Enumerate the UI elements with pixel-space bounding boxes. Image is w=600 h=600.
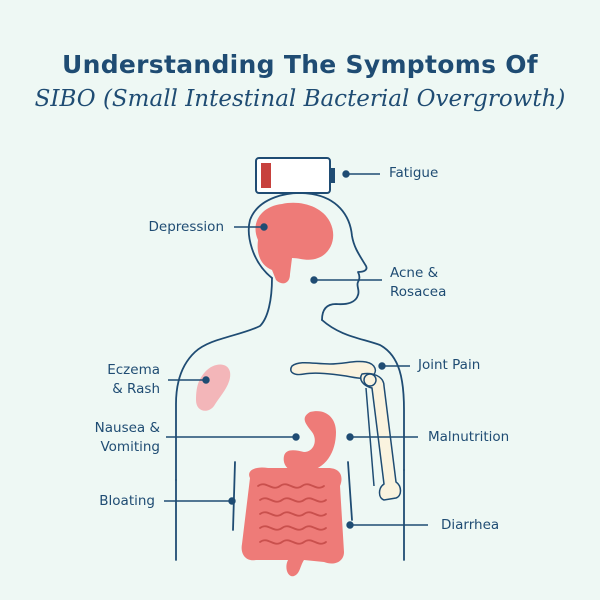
label-nausea-line2: Vomiting [100,439,160,455]
page-title: Understanding The Symptoms Of [62,50,538,79]
label-depression: Depression [148,219,224,235]
brain-icon [255,202,334,284]
label-nausea: Nausea & Vomiting [70,419,160,457]
page-subtitle: SIBO (Small Intestinal Bacterial Overgro… [34,86,566,112]
label-bloating: Bloating [99,493,155,509]
intestine-icon [241,467,344,577]
label-diarrhea: Diarrhea [441,517,500,533]
label-joint-pain: Joint Pain [418,357,481,373]
stomach-icon [283,411,336,473]
body-outline [175,192,405,561]
label-acne-line1: Acne & [390,265,439,281]
label-nausea-line1: Nausea & [94,420,160,436]
label-fatigue: Fatigue [389,165,439,181]
label-malnutrition: Malnutrition [428,429,510,445]
skin-patch-icon [196,364,231,411]
leader-lines [164,170,428,529]
label-acne: Acne & Rosacea [390,264,446,302]
label-eczema: Eczema & Rash [90,361,160,399]
label-acne-line2: Rosacea [390,284,447,300]
battery-icon [255,157,335,194]
label-eczema-line2: & Rash [112,381,160,397]
label-eczema-line1: Eczema [107,362,160,378]
